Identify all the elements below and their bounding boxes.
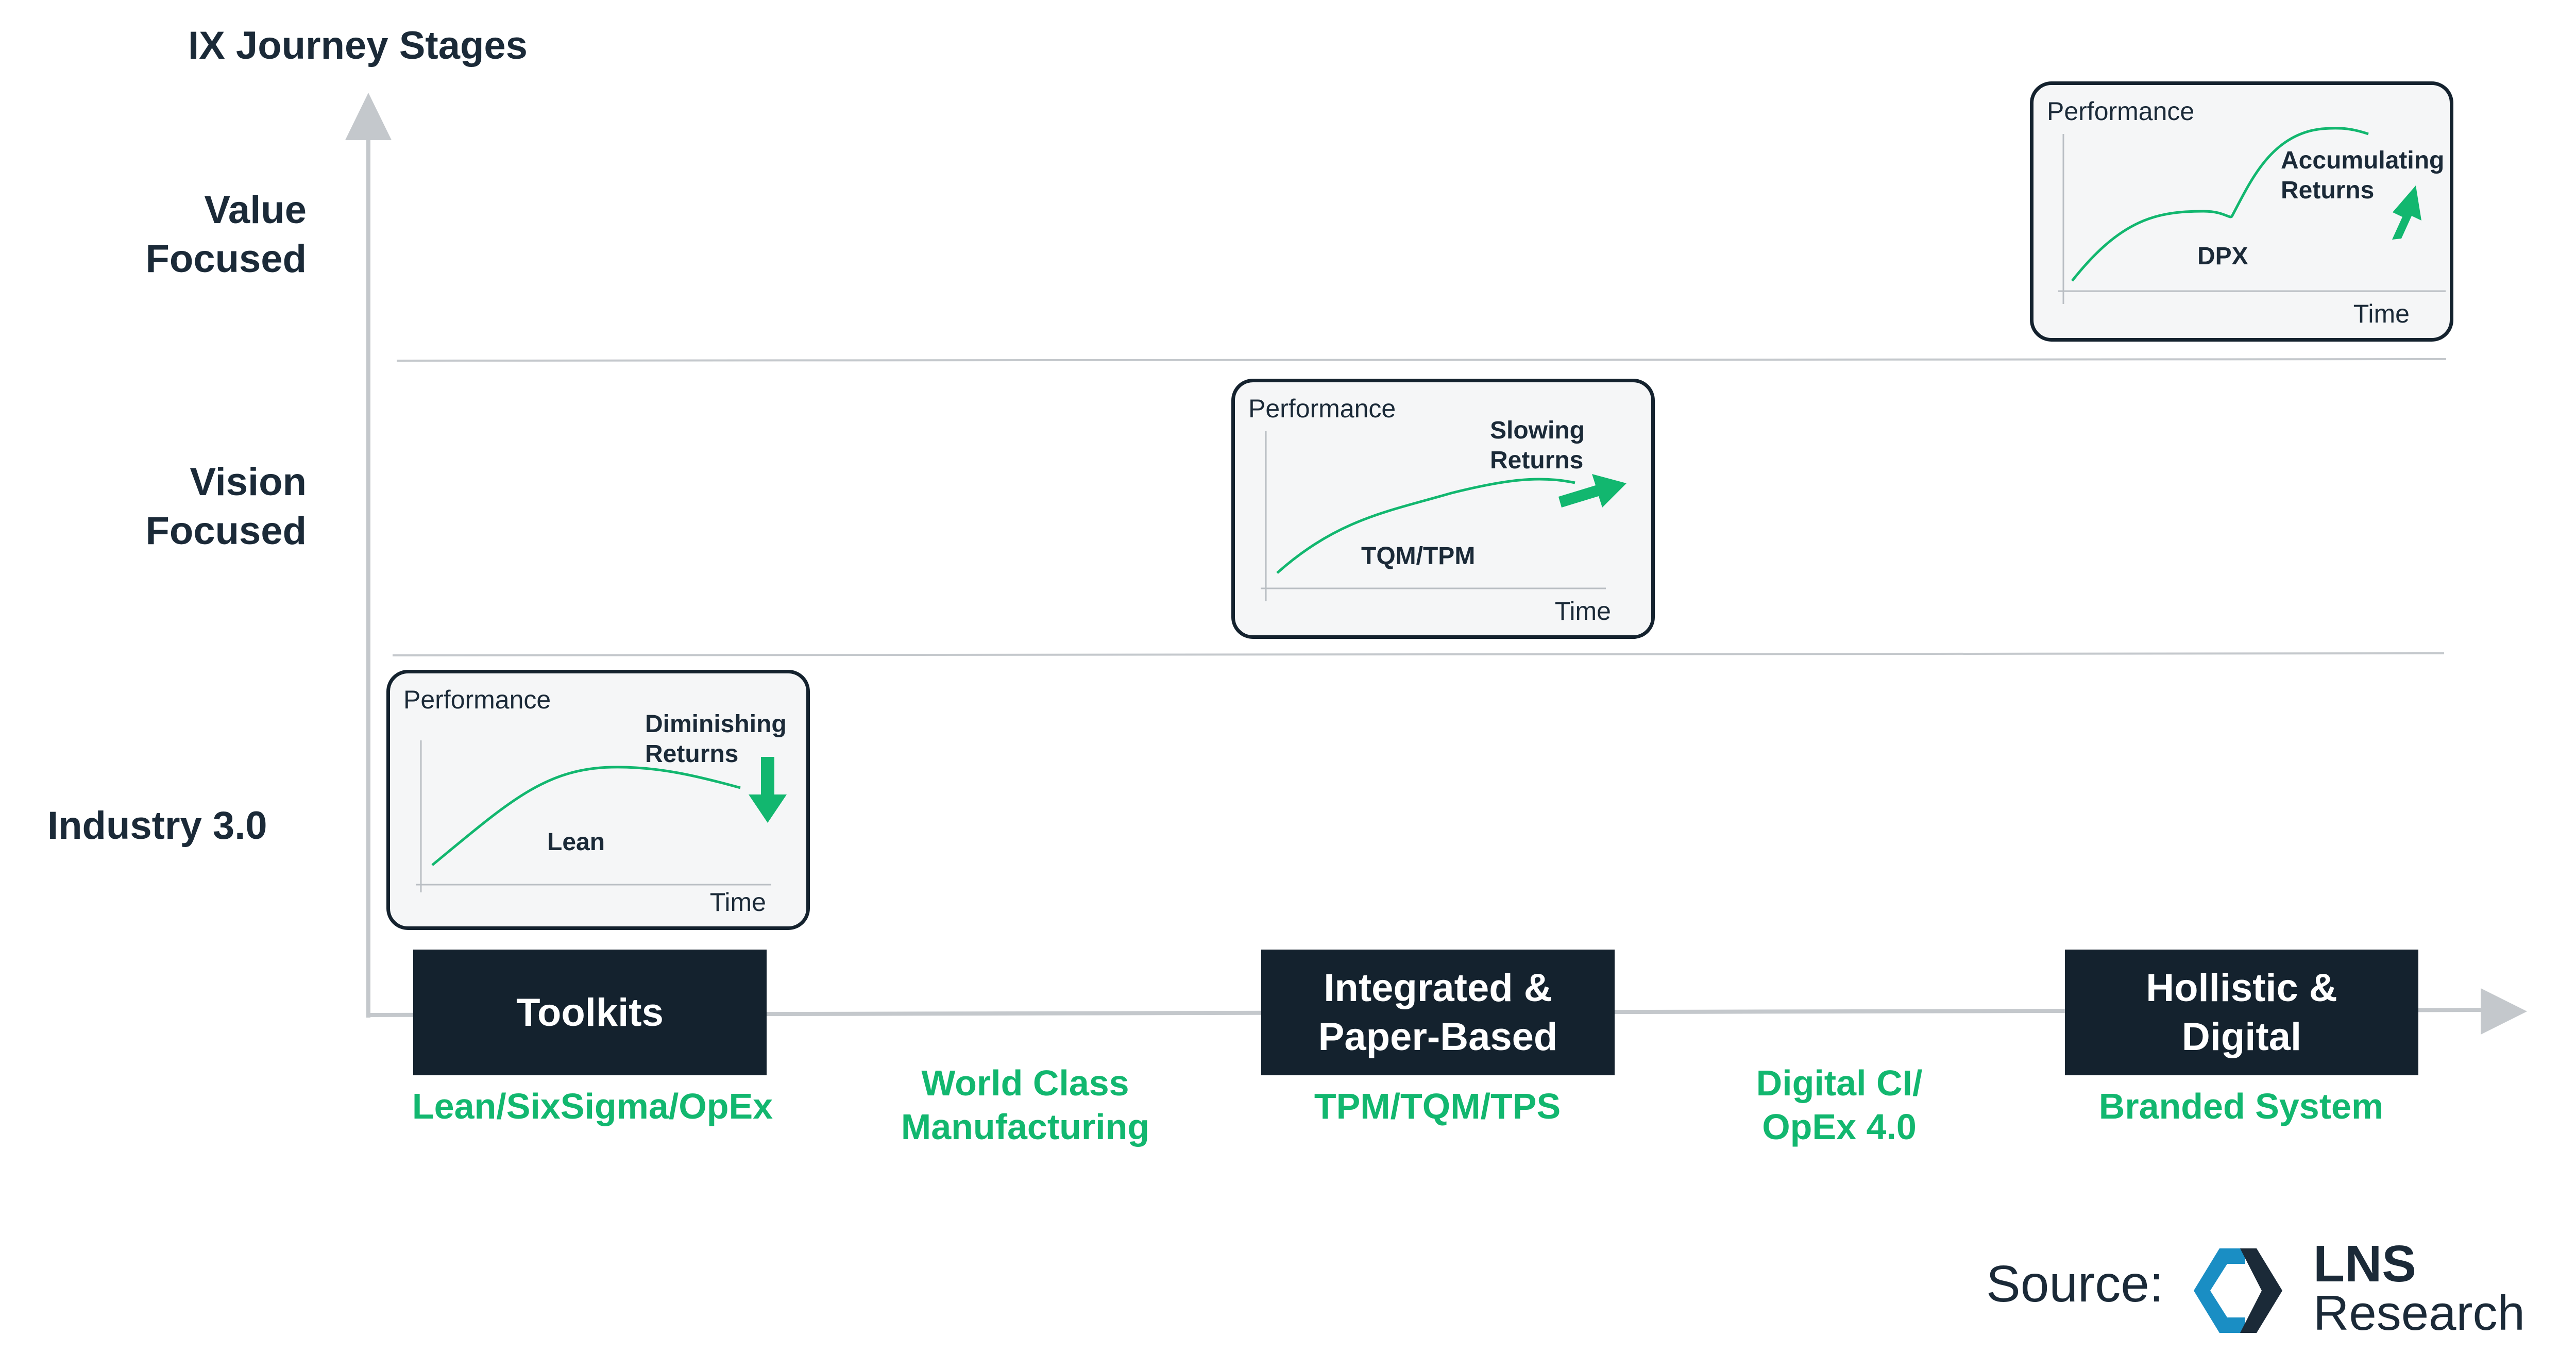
stage-box-text-wrap: Integrated & Paper-Based: [1318, 963, 1558, 1061]
callout-line: Returns: [1490, 447, 1584, 474]
performance-curve: [1276, 478, 1575, 574]
card-method: Lean: [547, 828, 605, 856]
row-label-line: Focused: [145, 237, 307, 281]
card-ylabel: Performance: [403, 685, 551, 714]
x-axis-arrow-icon: [2481, 988, 2527, 1035]
stage-box-text: Hollistic &: [2146, 966, 2337, 1010]
green-label-line: World Class: [921, 1063, 1129, 1103]
card-xlabel: Time: [709, 888, 766, 917]
card-chart: [1261, 431, 1626, 601]
card-chart: [416, 740, 787, 892]
stage-box-text: Paper-Based: [1318, 1015, 1558, 1059]
card-xlabel: Time: [1554, 597, 1611, 625]
axis-title: IX Journey Stages: [188, 24, 528, 67]
card-tqm-tpm: Performance Slowing Returns TQM/TPM Time: [1231, 379, 1655, 639]
card-xlabel: Time: [2353, 299, 2410, 328]
row-divider-upper: [396, 358, 2447, 362]
green-label-line: OpEx 4.0: [1762, 1107, 1917, 1147]
green-label-line: Lean/SixSigma/OpEx: [412, 1086, 773, 1126]
label-branded-system: Branded System: [2040, 1085, 2442, 1128]
arrow-up-icon: [2392, 185, 2421, 240]
green-label-line: TPM/TQM/TPS: [1314, 1086, 1561, 1126]
logo-text-lns: LNS: [2313, 1235, 2416, 1293]
stage-box-text: Toolkits: [516, 990, 664, 1035]
row-label-line: Vision: [190, 460, 307, 504]
callout-line: Slowing: [1490, 417, 1585, 444]
stage-box-toolkits: Toolkits: [413, 950, 767, 1075]
card-ylabel: Performance: [1248, 394, 1396, 423]
card-method: TQM/TPM: [1361, 543, 1476, 570]
stage-box-text: Integrated &: [1324, 966, 1552, 1010]
label-tpm-tqm-tps: TPM/TQM/TPS: [1242, 1085, 1633, 1128]
green-label-line: Branded System: [2098, 1086, 2384, 1126]
row-label-line: Focused: [145, 509, 307, 553]
stage-box-text-wrap: Hollistic & Digital: [2146, 963, 2337, 1061]
performance-curve: [431, 766, 741, 866]
callout-line: Returns: [645, 740, 739, 768]
row-label-vision-focused: Vision Focused: [52, 458, 307, 555]
card-callout: Diminishing Returns: [645, 709, 787, 769]
label-digital-ci-opex: Digital CI/ OpEx 4.0: [1659, 1061, 2020, 1149]
logo-right-chevron: [2240, 1248, 2282, 1333]
performance-curve: [2071, 127, 2369, 282]
card-callout: Accumulating Returns: [2281, 146, 2444, 206]
callout-line: Accumulating: [2281, 147, 2445, 174]
card-method: DPX: [2197, 243, 2248, 270]
logo-wordmark: LNS Research: [2313, 1235, 2525, 1341]
row-divider-lower: [392, 652, 2445, 656]
card-ylabel: Performance: [2047, 97, 2195, 126]
green-label-line: Manufacturing: [901, 1107, 1150, 1147]
card-lean: Performance Diminishing Returns Lean Tim…: [386, 670, 810, 930]
row-label-industry-3: Industry 3.0: [47, 804, 267, 848]
source-label: Source:: [1986, 1255, 2164, 1313]
label-world-class-manufacturing: World Class Manufacturing: [840, 1061, 1211, 1149]
stage-box-text: Digital: [2181, 1015, 2302, 1059]
card-callout: Slowing Returns: [1490, 416, 1585, 476]
y-axis-arrow-icon: [345, 93, 392, 140]
row-label-value-focused: Value Focused: [52, 185, 307, 283]
arrow-right-icon: [1558, 474, 1626, 508]
lns-logo-icon: [2194, 1248, 2282, 1333]
card-chart: [2058, 127, 2446, 304]
logo-text-research: Research: [2313, 1286, 2525, 1341]
row-label-line: Value: [204, 188, 307, 232]
stage-box-holistic: Hollistic & Digital: [2065, 950, 2418, 1075]
logo-left-chevron: [2194, 1248, 2245, 1333]
stage-box-integrated: Integrated & Paper-Based: [1261, 950, 1615, 1075]
green-label-line: Digital CI/: [1756, 1063, 1923, 1103]
card-dpx: Performance Accumulating Returns DPX Tim…: [2030, 81, 2453, 342]
callout-line: Diminishing: [645, 711, 787, 738]
callout-line: Returns: [2281, 177, 2375, 204]
arrow-down-icon: [749, 757, 787, 823]
label-lean-sixsigma-opex: Lean/SixSigma/OpEx: [392, 1085, 793, 1128]
